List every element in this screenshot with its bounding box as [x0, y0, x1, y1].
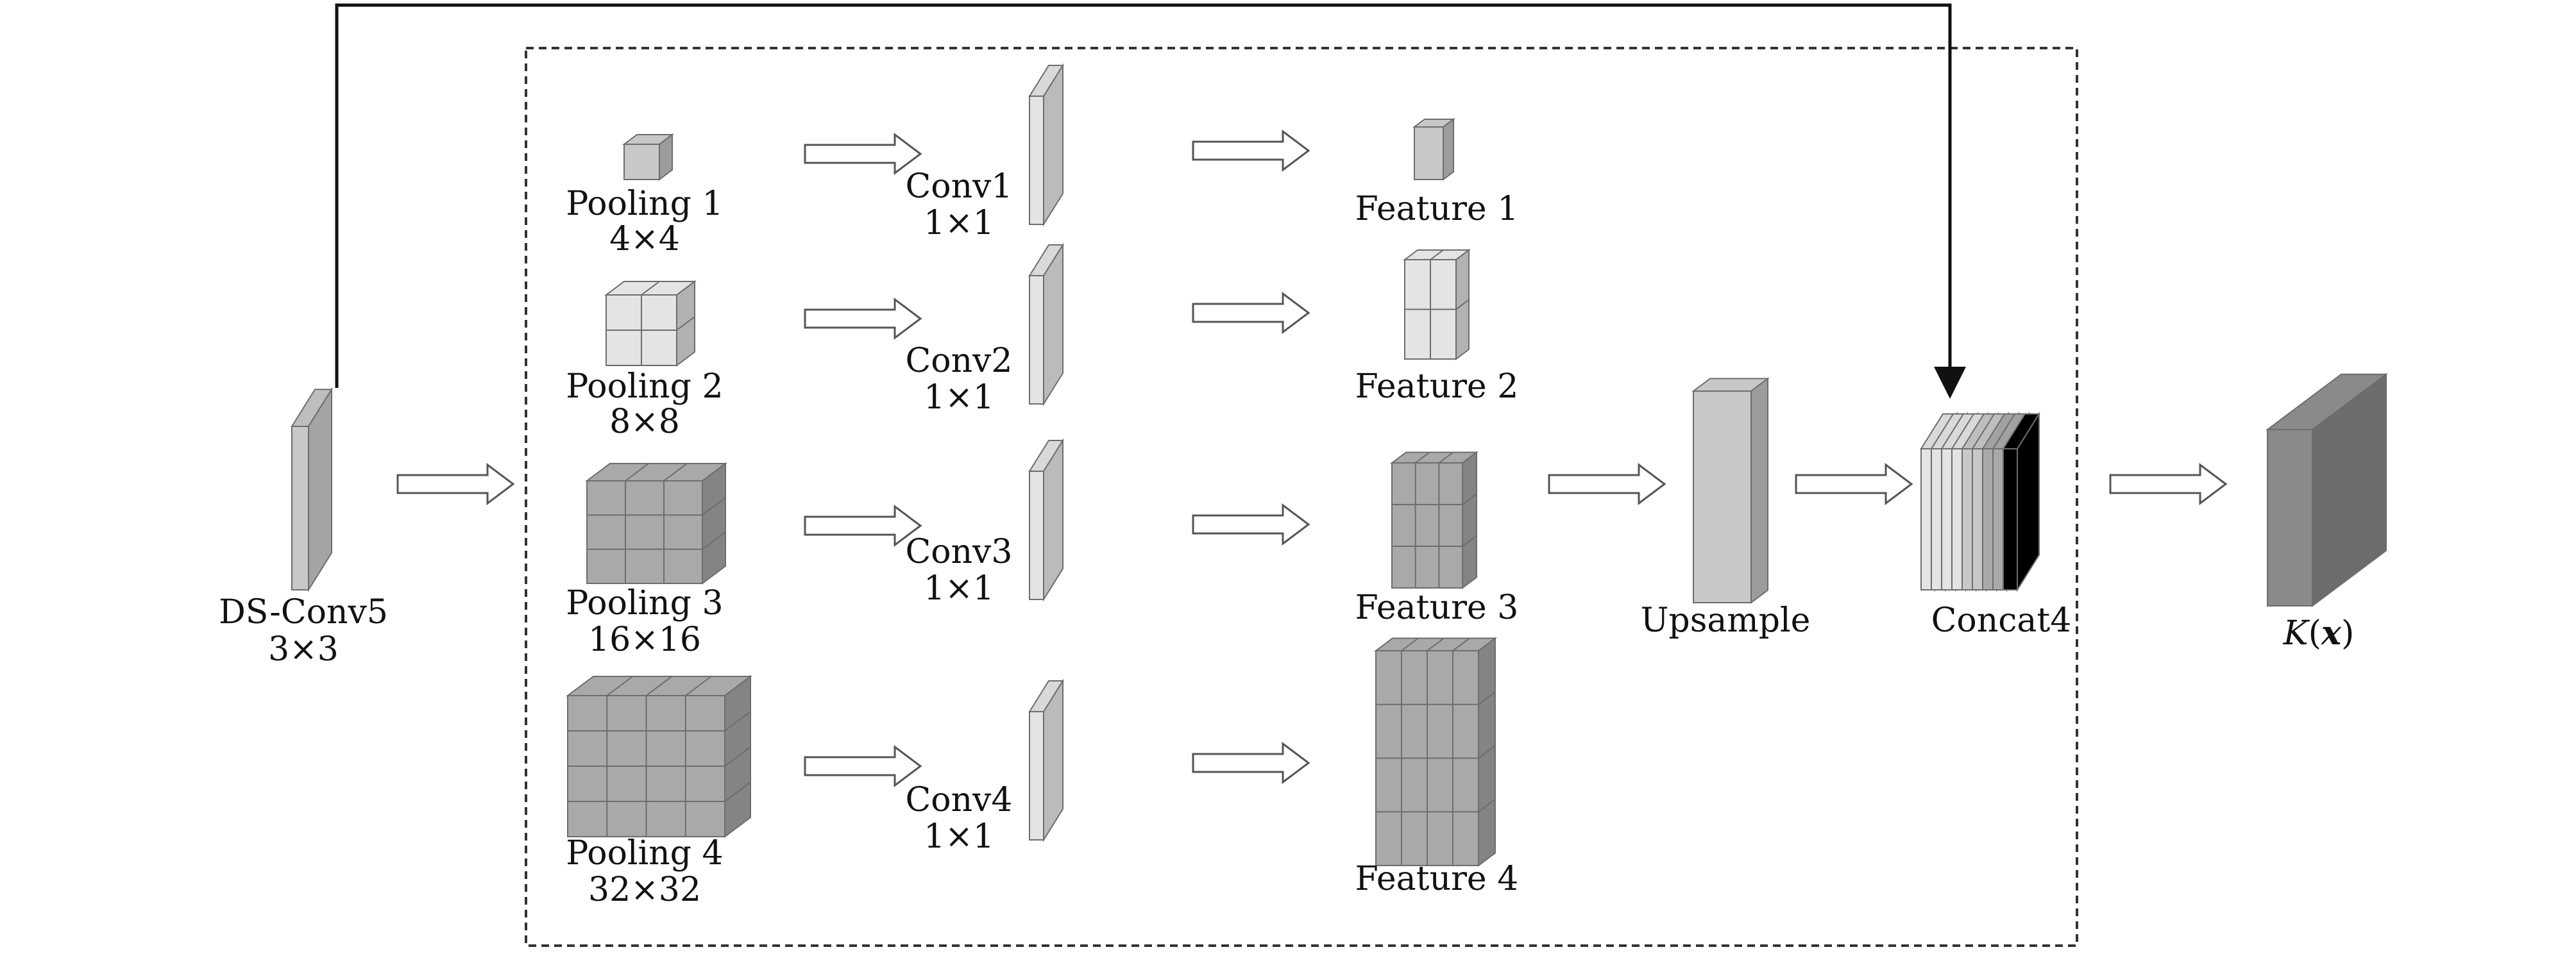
pooling1-label: Pooling 1: [566, 185, 723, 223]
conv4-block: [1028, 678, 1064, 842]
concat4-label: Concat4: [1931, 601, 2072, 640]
arrow-pool-to-conv-4: [804, 745, 922, 787]
conv1-block: [1028, 63, 1064, 227]
ds-conv5-label: DS-Conv5: [219, 593, 388, 632]
feature3-label: Feature 3: [1355, 589, 1519, 627]
conv3-label: Conv3: [905, 533, 1012, 571]
feature1-block: [1412, 118, 1455, 181]
ds-conv5-block: [291, 387, 333, 592]
conv4-label: Conv4: [905, 781, 1012, 819]
concat4-layer: [2002, 412, 2040, 592]
arrow-input-to-pooling: [396, 463, 515, 505]
output-func: K: [2283, 614, 2310, 653]
pooling3-label: Pooling 3: [566, 584, 723, 623]
skip-connection-line: [335, 3, 1966, 399]
conv2-block: [1028, 242, 1064, 406]
feature2-label: Feature 2: [1355, 367, 1519, 406]
arrow-pool-to-conv-2: [804, 297, 922, 340]
conv2-size: 1×1: [924, 378, 994, 417]
pooling2-label: Pooling 2: [566, 367, 723, 406]
conv2-label: Conv2: [905, 342, 1012, 380]
conv1-label: Conv1: [905, 167, 1012, 206]
arrow-conv-to-feature-1: [1192, 130, 1310, 172]
output-var: x: [2321, 614, 2342, 653]
feature4-label: Feature 4: [1355, 860, 1519, 898]
pooling3-block: [585, 462, 727, 585]
arrow-conv-to-feature-2: [1192, 292, 1310, 334]
arrow-to-concat: [1795, 463, 1913, 505]
arrow-conv-to-feature-4: [1192, 742, 1310, 784]
pooling2-block: [604, 280, 697, 367]
conv1-size: 1×1: [924, 204, 994, 242]
conv3-block: [1028, 438, 1064, 602]
pooling1-block: [622, 133, 674, 181]
pooling3-size: 16×16: [588, 621, 701, 659]
pooling4-block: [566, 675, 752, 838]
feature1-label: Feature 1: [1355, 190, 1519, 228]
arrow-to-upsample: [1548, 463, 1666, 505]
feature2-block: [1403, 249, 1471, 360]
conv3-size: 1×1: [924, 569, 994, 608]
feature4-block: [1374, 637, 1497, 867]
arrow-to-output: [2109, 463, 2228, 505]
pooling4-size: 32×32: [588, 871, 701, 909]
flow-arrows: [396, 130, 2228, 787]
pooling4-label: Pooling 4: [566, 834, 723, 873]
output-open-paren: (: [2309, 614, 2321, 653]
pyramid-module-frame: [525, 47, 2078, 947]
arrow-conv-to-feature-3: [1192, 503, 1310, 546]
output-block: [2266, 372, 2388, 607]
output-label: K(x): [2283, 614, 2354, 653]
upsample-label: Upsample: [1641, 601, 1811, 640]
arrow-pool-to-conv-1: [804, 133, 922, 175]
output-close-paren: ): [2341, 614, 2354, 653]
feature3-block: [1390, 451, 1479, 589]
pooling1-size: 4×4: [609, 220, 680, 258]
pooling2-size: 8×8: [609, 403, 680, 441]
upsample-block: [1691, 377, 1770, 604]
conv4-size: 1×1: [924, 817, 994, 856]
arrow-pool-to-conv-3: [804, 505, 922, 547]
ds-conv5-kernel: 3×3: [268, 630, 339, 669]
blocks-layer: [291, 63, 2388, 867]
